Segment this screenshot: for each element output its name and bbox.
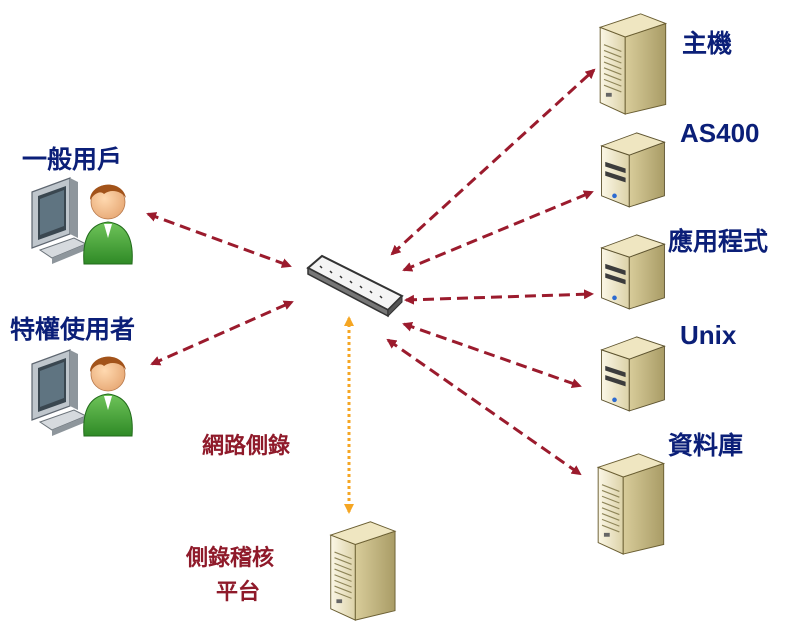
privileged-user-workstation-icon <box>31 349 133 437</box>
application-label: 應用程式 <box>668 227 769 256</box>
as400-label: AS400 <box>680 118 760 148</box>
as400-server-icon <box>601 132 665 208</box>
link-database <box>386 338 582 476</box>
link-privileged-user <box>150 300 294 366</box>
network-switch-icon <box>306 254 404 318</box>
audit-platform-label-line1: 側錄稽核 <box>186 546 275 571</box>
database-label: 資料庫 <box>668 431 744 460</box>
link-as400 <box>402 190 594 272</box>
link-application <box>404 289 594 305</box>
audit-platform-server-icon <box>330 521 396 621</box>
unix-server-icon <box>601 336 665 412</box>
link-mainframe <box>390 68 596 256</box>
audit-platform-label-line2: 平台 <box>216 580 261 605</box>
privileged-user-label: 特權使用者 <box>10 315 136 344</box>
mainframe-server-icon <box>599 13 667 115</box>
general-user-label: 一般用戶 <box>22 145 123 174</box>
unix-label: Unix <box>680 320 737 350</box>
general-user-workstation-icon <box>31 177 133 265</box>
link-general-user <box>146 212 292 268</box>
network-tap-label: 網路側錄 <box>202 434 291 459</box>
link-unix <box>402 321 582 389</box>
application-server-icon <box>601 234 665 310</box>
mainframe-label: 主機 <box>682 29 733 58</box>
database-server-icon <box>597 453 665 555</box>
